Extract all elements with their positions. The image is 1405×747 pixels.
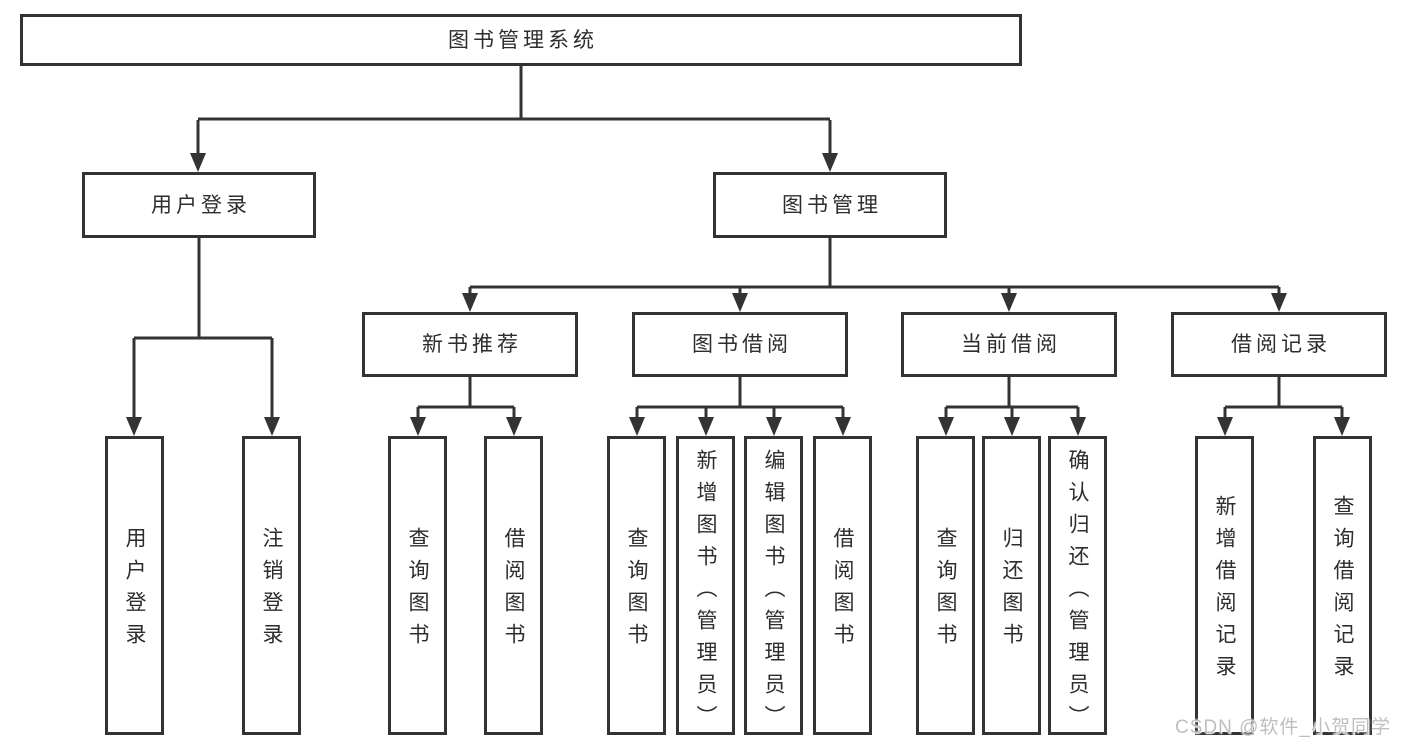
leaf-borrow-query-book-label: 查询图书 (625, 526, 648, 655)
node-user-login: 用户登录 (82, 172, 316, 238)
leaf-borrow-book-label: 借阅图书 (831, 526, 854, 655)
leaf-return-book-label: 归还图书 (1000, 526, 1023, 655)
leaf-edit-book-admin-label: 编辑图书（管理员） (762, 449, 785, 737)
leaf-user-login-label: 用户登录 (123, 526, 146, 655)
node-root-system: 图书管理系统 (20, 14, 1022, 66)
csdn-watermark: CSDN @软件_小贺同学 (1175, 717, 1391, 738)
leaf-confirm-return-admin: 确认归还（管理员） (1048, 436, 1107, 737)
leaf-borrow-query-book: 查询图书 (607, 436, 666, 735)
node-book-management: 图书管理 (713, 172, 947, 238)
leaf-query-borrow-record-label: 查询借阅记录 (1331, 494, 1354, 687)
node-borrow-record: 借阅记录 (1171, 312, 1387, 377)
leaf-query-borrow-record: 查询借阅记录 (1313, 436, 1372, 735)
leaf-borrow-book: 借阅图书 (813, 436, 872, 735)
leaf-logout-label: 注销登录 (260, 526, 283, 655)
node-current-borrow: 当前借阅 (901, 312, 1117, 377)
leaf-return-book: 归还图书 (982, 436, 1041, 735)
leaf-add-book-admin-label: 新增图书（管理员） (694, 449, 717, 737)
leaf-add-borrow-record: 新增借阅记录 (1195, 436, 1254, 735)
node-new-book-recommend: 新书推荐 (362, 312, 578, 377)
node-borrow-record-label: 借阅记录 (1231, 333, 1331, 356)
leaf-add-borrow-record-label: 新增借阅记录 (1213, 494, 1236, 687)
node-root-label: 图书管理系统 (448, 28, 598, 52)
leaf-current-query-book-label: 查询图书 (934, 526, 957, 655)
leaf-confirm-return-admin-label: 确认归还（管理员） (1066, 449, 1089, 737)
node-new-book-recommend-label: 新书推荐 (422, 333, 522, 356)
leaf-recommend-borrow-book-label: 借阅图书 (502, 526, 525, 655)
node-book-borrow-label: 图书借阅 (692, 333, 792, 356)
node-user-login-label: 用户登录 (151, 193, 251, 217)
leaf-recommend-query-book: 查询图书 (388, 436, 447, 735)
leaf-logout: 注销登录 (242, 436, 301, 735)
node-current-borrow-label: 当前借阅 (961, 333, 1061, 356)
node-book-management-label: 图书管理 (782, 193, 882, 217)
node-book-borrow: 图书借阅 (632, 312, 848, 377)
leaf-edit-book-admin: 编辑图书（管理员） (744, 436, 803, 737)
leaf-recommend-query-book-label: 查询图书 (406, 526, 429, 655)
arrowhead-icons (126, 153, 1350, 436)
leaf-current-query-book: 查询图书 (916, 436, 975, 735)
leaf-add-book-admin: 新增图书（管理员） (676, 436, 735, 737)
leaf-user-login: 用户登录 (105, 436, 164, 735)
leaf-recommend-borrow-book: 借阅图书 (484, 436, 543, 735)
connector-lines (132, 66, 1344, 420)
